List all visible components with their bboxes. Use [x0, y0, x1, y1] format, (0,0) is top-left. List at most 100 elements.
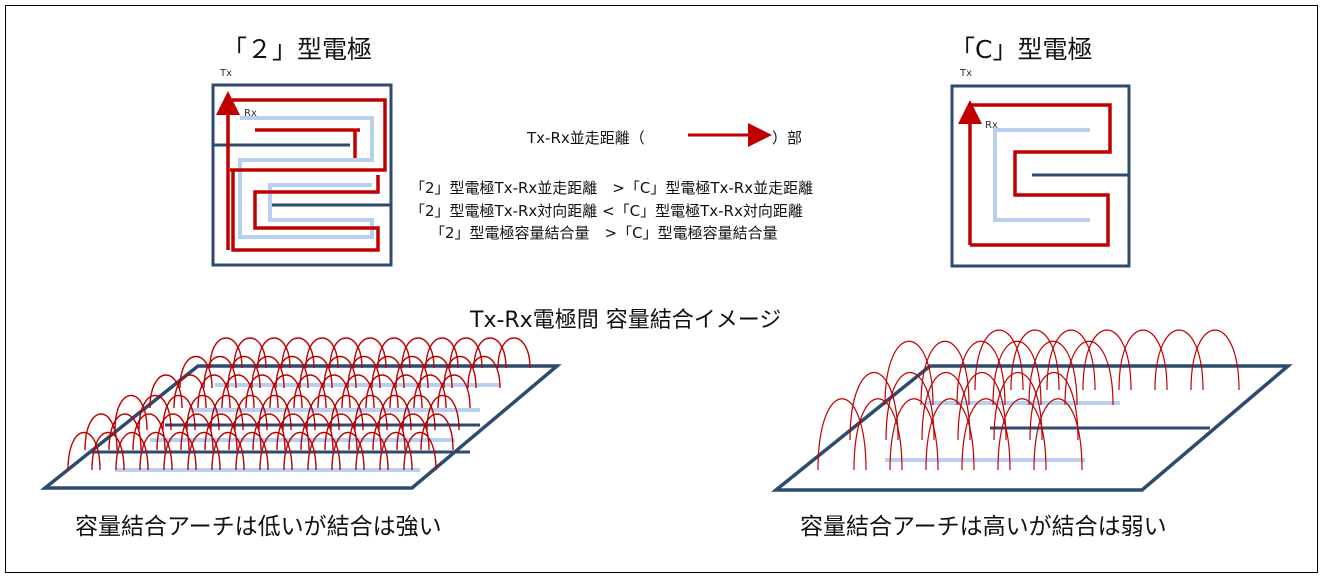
electrode-2-arches [67, 337, 531, 471]
coupling-arch [251, 356, 285, 389]
coupling-arch [371, 356, 405, 389]
coupling-arch [156, 413, 190, 451]
coupling-arch [449, 337, 483, 369]
coupling-arch [355, 431, 389, 471]
legend-label-before: Tx-Rx並走距離（ [527, 129, 645, 147]
electrode-2-rx-label: Rx [244, 108, 257, 119]
legend-label-after: ）部 [772, 129, 803, 147]
electrode-2-tx-label: Tx [220, 68, 233, 79]
coupling-arch [305, 337, 339, 369]
coupling-arch [245, 374, 279, 409]
coupling-arch [1033, 398, 1083, 471]
coupling-arch [258, 394, 292, 431]
coupling-arch [1118, 329, 1168, 391]
coupling-arch [330, 394, 364, 431]
electrode-2-rx-path-3 [231, 170, 380, 252]
coupling-arch [162, 394, 196, 431]
coupling-arch [1082, 329, 1132, 391]
coupling-arch [402, 394, 436, 431]
electrode-c-rx-path [968, 103, 1112, 247]
coupling-arch [323, 356, 357, 389]
section-title: Tx-Rx電極間 容量結合イメージ [470, 308, 782, 333]
coupling-arch [84, 413, 118, 451]
electrode-2-diagram [211, 83, 393, 267]
coupling-arch [180, 413, 214, 451]
coupling-arch [401, 337, 435, 369]
coupling-arch [269, 374, 303, 409]
coupling-arch [961, 398, 1011, 471]
coupling-arch [203, 356, 237, 389]
coupling-arch [234, 394, 268, 431]
coupling-arch [425, 337, 459, 369]
coupling-arch [377, 337, 411, 369]
coupling-arch [300, 413, 334, 451]
coupling-arch [974, 329, 1024, 391]
coupling-arch [281, 337, 315, 369]
coupling-arch [257, 337, 291, 369]
coupling-arch [378, 394, 412, 431]
coupling-arch [849, 371, 899, 441]
coupling-arch [139, 431, 173, 471]
electrode-c-title: 「C」型電極 [950, 35, 1093, 64]
coupling-arch [1046, 329, 1096, 391]
coupling-arch [259, 431, 293, 471]
electrode-2-caption: 容量結合アーチは低いが結合は強い [75, 514, 442, 540]
electrode-c-perspective [771, 329, 1293, 492]
coupling-arch [197, 374, 231, 409]
electrode-2-rx-path [226, 98, 387, 250]
electrode-c-tx-label: Tx [960, 68, 973, 79]
coupling-arch [957, 371, 1007, 441]
coupling-arch [186, 394, 220, 431]
coupling-arch [1190, 329, 1240, 391]
coupling-arch [348, 413, 382, 451]
electrode-c-tx-path [993, 128, 1090, 222]
coupling-arch [306, 394, 340, 431]
coupling-arch [817, 398, 867, 471]
coupling-arch [1010, 329, 1060, 391]
coupling-arch [884, 340, 934, 406]
electrode-c-plane [771, 364, 1293, 492]
coupling-arch [317, 374, 351, 409]
coupling-arch [992, 340, 1042, 406]
comparison-line-1: 「2」型電極Tx-Rx並走距離 >「C」型電極Tx-Rx並走距離 [410, 179, 814, 197]
coupling-arch [149, 374, 183, 409]
coupling-arch [221, 374, 255, 409]
electrode-2-rx-path-2 [255, 128, 360, 158]
coupling-arch [282, 394, 316, 431]
coupling-arch [283, 431, 317, 471]
coupling-arch [997, 398, 1047, 471]
coupling-arch [179, 356, 213, 389]
coupling-arch [204, 413, 238, 451]
coupling-arch [307, 431, 341, 471]
comparison-line-2: 「2」型電極Tx-Rx対向距離 <「C」型電極Tx-Rx対向距離 [410, 202, 803, 220]
electrode-2-perspective [39, 337, 562, 490]
coupling-arch [275, 356, 309, 389]
coupling-arch [293, 374, 327, 409]
coupling-arch [227, 356, 261, 389]
coupling-arch [993, 371, 1043, 441]
electrode-c-diagram [950, 84, 1131, 268]
electrode-c-caption: 容量結合アーチは高いが結合は弱い [800, 514, 1167, 540]
coupling-arch [276, 413, 310, 451]
coupling-arch [115, 431, 149, 471]
coupling-arch [365, 374, 399, 409]
coupling-arch [173, 374, 207, 409]
electrode-2-plane [39, 364, 562, 490]
coupling-arch [67, 431, 101, 471]
coupling-arch [233, 337, 267, 369]
coupling-arch [331, 431, 365, 471]
coupling-arch [467, 356, 501, 389]
coupling-arch [420, 413, 454, 451]
electrode-2-frame [211, 83, 393, 267]
coupling-arch [108, 413, 142, 451]
coupling-arch [497, 337, 531, 369]
coupling-arch [372, 413, 406, 451]
coupling-arch [889, 398, 939, 471]
coupling-arch [921, 371, 971, 441]
coupling-arch [132, 413, 166, 451]
coupling-arch [353, 337, 387, 369]
coupling-arch [437, 374, 471, 409]
coupling-arch [379, 431, 413, 471]
coupling-arch [1154, 329, 1204, 391]
coupling-arch [187, 431, 221, 471]
